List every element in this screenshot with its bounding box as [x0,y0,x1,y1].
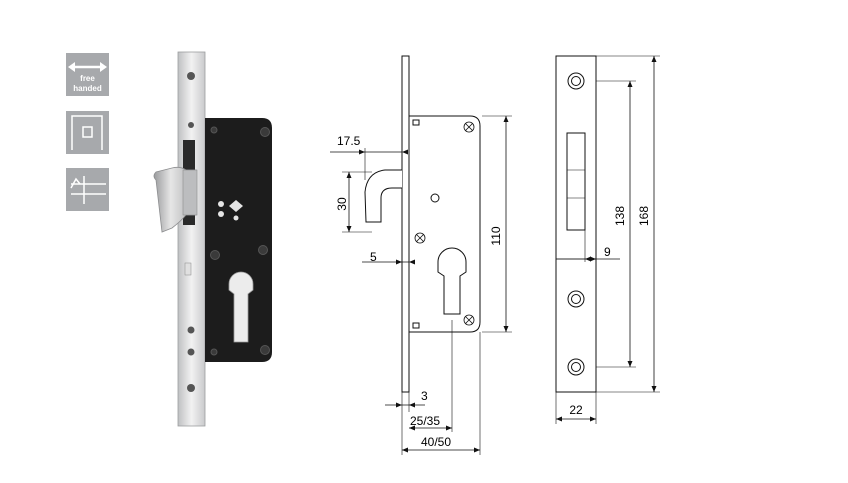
cylinder-cutout [228,271,254,343]
dim-168: 168 [637,206,651,226]
side-cylinder-profile [437,247,467,315]
forend-screw-hole-top [187,72,195,80]
free-handed-label-2: handed [73,84,102,93]
side-forend [401,55,410,393]
lock-render [153,51,272,427]
dim-110: 110 [489,226,503,245]
dim-9: 9 [604,245,611,259]
door-profile-icon [66,111,109,154]
dim-30: 30 [335,197,349,211]
side-view-drawing: 17.5 30 5 110 3 25/35 [330,55,512,455]
free-handed-label-1: free [80,74,95,83]
dim-5: 5 [370,250,377,264]
forend-plate [177,51,206,427]
side-hook [364,169,402,223]
side-case [408,115,481,333]
strike-plate-drawing: 9 138 168 22 [555,55,660,424]
dim-138: 138 [613,206,627,226]
strike-slot [566,132,586,231]
hook-bolt-icon [66,168,109,211]
forend-screw-hole-bottom [187,384,195,392]
dim-40-50: 40/50 [421,435,451,449]
dim-25-35: 25/35 [410,414,440,428]
lock-case [205,118,272,362]
dim-3: 3 [421,389,428,403]
dim-22: 22 [569,403,583,417]
free-handed-icon: free handed [66,53,109,96]
dim-17-5: 17.5 [337,134,361,148]
